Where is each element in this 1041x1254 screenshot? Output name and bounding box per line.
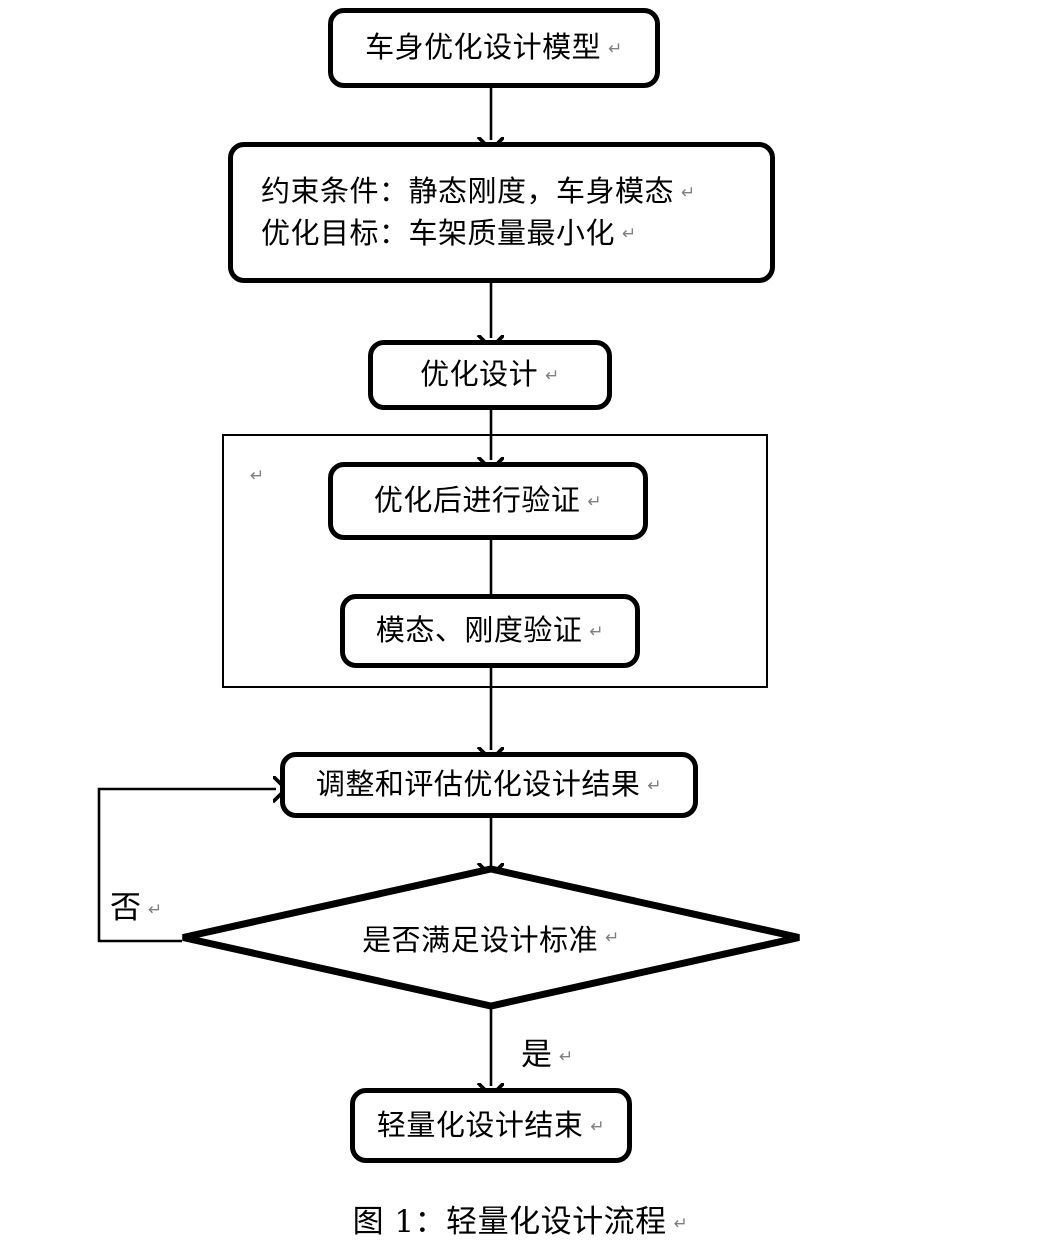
node-label-line-2: 优化目标：车架质量最小化↵: [261, 215, 637, 250]
node-label: 模态、刚度验证↵: [375, 613, 605, 648]
node-decision-meets-standard[interactable]: 是否满足设计标准↵: [178, 864, 804, 1011]
node-body-optimization-model[interactable]: 车身优化设计模型↵: [328, 8, 660, 88]
node-verification-after-optimization[interactable]: 优化后进行验证↵: [328, 462, 648, 540]
node-lightweight-design-end[interactable]: 轻量化设计结束↵: [350, 1088, 632, 1163]
node-constraints-and-objective[interactable]: 约束条件：静态刚度，车身模态↵ 优化目标：车架质量最小化↵: [228, 142, 775, 283]
node-label: 调整和评估优化设计结果↵: [315, 767, 663, 802]
return-mark: ↵: [590, 1116, 606, 1137]
node-label: 车身优化设计模型↵: [365, 30, 623, 65]
return-mark: ↵: [608, 39, 623, 60]
node-label: 是否满足设计标准↵: [362, 922, 620, 957]
return-mark: ↵: [589, 622, 605, 643]
verification-group-box: [222, 434, 768, 688]
node-optimization-design[interactable]: 优化设计↵: [368, 340, 612, 410]
group-box-return-mark: ↵: [250, 466, 265, 486]
return-mark: ↵: [681, 183, 696, 204]
node-modal-stiffness-verification[interactable]: 模态、刚度验证↵: [340, 594, 640, 668]
edge-label-no: 否↵: [110, 890, 163, 926]
figure-caption: 图 1：轻量化设计流程↵: [352, 1204, 689, 1240]
node-adjust-and-evaluate-results[interactable]: 调整和评估优化设计结果↵: [280, 752, 698, 818]
return-mark: ↵: [622, 224, 637, 245]
return-mark: ↵: [148, 899, 163, 920]
return-mark: ↵: [545, 366, 560, 387]
diamond-shape: [182, 865, 800, 1010]
node-label: 优化后进行验证↵: [373, 483, 603, 518]
return-mark: ↵: [605, 927, 620, 948]
node-label: 优化设计↵: [420, 357, 560, 392]
node-label-line-1: 约束条件：静态刚度，车身模态↵: [261, 174, 696, 209]
return-mark: ↵: [647, 776, 663, 797]
node-label: 轻量化设计结束↵: [376, 1107, 606, 1142]
connector-decision-no-feedback: [97, 789, 276, 943]
return-mark: ↵: [673, 1213, 689, 1234]
edge-label-yes: 是↵: [521, 1037, 574, 1073]
return-mark: ↵: [559, 1046, 574, 1067]
return-mark: ↵: [587, 492, 603, 513]
